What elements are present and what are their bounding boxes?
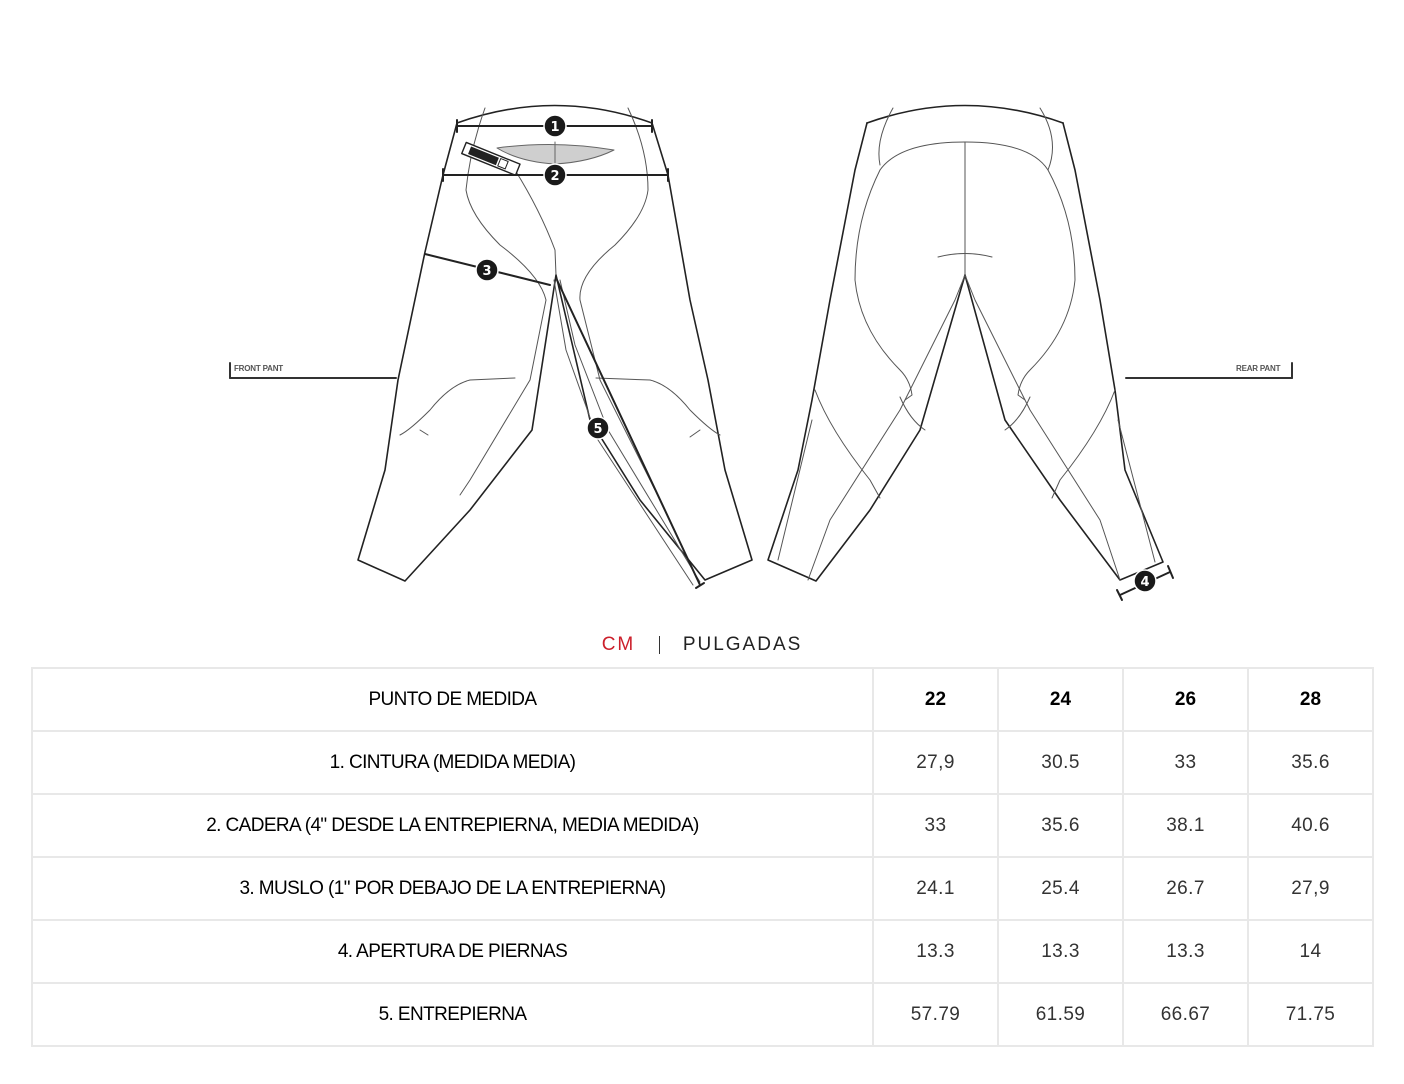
header-size-24: 24 bbox=[997, 667, 1124, 732]
table-cell: 13.3 bbox=[1122, 919, 1249, 984]
table-cell: 13.3 bbox=[872, 919, 999, 984]
row-label-leg-opening: 4. APERTURA DE PIERNAS bbox=[31, 919, 874, 984]
table-cell: 33 bbox=[1122, 730, 1249, 795]
table-cell: 61.59 bbox=[997, 982, 1124, 1047]
svg-text:2: 2 bbox=[550, 169, 559, 184]
svg-text:1: 1 bbox=[550, 120, 559, 135]
table-cell: 27,9 bbox=[872, 730, 999, 795]
pant-measurement-diagram: 1 2 3 5 4 FRONT PANT REAR PANT bbox=[229, 104, 1293, 601]
table-cell: 35.6 bbox=[1247, 730, 1374, 795]
table-cell: 27,9 bbox=[1247, 856, 1374, 921]
table-cell: 14 bbox=[1247, 919, 1374, 984]
table-cell: 26.7 bbox=[1122, 856, 1249, 921]
row-label-hip: 2. CADERA (4" DESDE LA ENTREPIERNA, MEDI… bbox=[31, 793, 874, 858]
header-size-26: 26 bbox=[1122, 667, 1249, 732]
table-row: 4. APERTURA DE PIERNAS 13.3 13.3 13.3 14 bbox=[31, 919, 1374, 984]
table-cell: 66.67 bbox=[1122, 982, 1249, 1047]
size-chart-table: PUNTO DE MEDIDA 22 24 26 28 1. CINTURA (… bbox=[31, 667, 1374, 1047]
front-pant-label: FRONT PANT bbox=[234, 364, 283, 373]
table-row: 1. CINTURA (MEDIDA MEDIA) 27,9 30.5 33 3… bbox=[31, 730, 1374, 795]
table-cell: 71.75 bbox=[1247, 982, 1374, 1047]
rear-pant-drawing bbox=[767, 104, 1174, 601]
table-cell: 24.1 bbox=[872, 856, 999, 921]
marker-2-icon: 2 bbox=[543, 163, 567, 187]
table-cell: 57.79 bbox=[872, 982, 999, 1047]
table-cell: 38.1 bbox=[1122, 793, 1249, 858]
unit-separator bbox=[658, 636, 660, 654]
row-label-thigh: 3. MUSLO (1" POR DEBAJO DE LA ENTREPIERN… bbox=[31, 856, 874, 921]
table-cell: 13.3 bbox=[997, 919, 1124, 984]
table-cell: 25.4 bbox=[997, 856, 1124, 921]
marker-3-icon: 3 bbox=[475, 258, 499, 282]
table-cell: 33 bbox=[872, 793, 999, 858]
table-header-row: PUNTO DE MEDIDA 22 24 26 28 bbox=[31, 667, 1374, 732]
table-cell: 40.6 bbox=[1247, 793, 1374, 858]
table-row: 5. ENTREPIERNA 57.79 61.59 66.67 71.75 bbox=[31, 982, 1374, 1047]
rear-pant-label: REAR PANT bbox=[1236, 364, 1281, 373]
header-measurement-point: PUNTO DE MEDIDA bbox=[31, 667, 874, 732]
table-cell: 30.5 bbox=[997, 730, 1124, 795]
table-row: 3. MUSLO (1" POR DEBAJO DE LA ENTREPIERN… bbox=[31, 856, 1374, 921]
pant-illustration: 1 2 3 5 4 bbox=[229, 104, 1293, 601]
table-row: 2. CADERA (4" DESDE LA ENTREPIERNA, MEDI… bbox=[31, 793, 1374, 858]
marker-5-icon: 5 bbox=[586, 416, 610, 440]
row-label-inseam: 5. ENTREPIERNA bbox=[31, 982, 874, 1047]
header-size-28: 28 bbox=[1247, 667, 1374, 732]
header-size-22: 22 bbox=[872, 667, 999, 732]
marker-1-icon: 1 bbox=[543, 114, 567, 138]
marker-4-icon: 4 bbox=[1133, 569, 1157, 593]
svg-text:5: 5 bbox=[593, 422, 602, 437]
unit-cm-button[interactable]: CM bbox=[601, 634, 636, 655]
table-cell: 35.6 bbox=[997, 793, 1124, 858]
row-label-waist: 1. CINTURA (MEDIDA MEDIA) bbox=[31, 730, 874, 795]
svg-text:4: 4 bbox=[1140, 575, 1149, 590]
svg-text:3: 3 bbox=[482, 264, 491, 279]
unit-inches-button[interactable]: PULGADAS bbox=[682, 634, 803, 655]
unit-toggle: CM PULGADAS bbox=[0, 632, 1404, 658]
